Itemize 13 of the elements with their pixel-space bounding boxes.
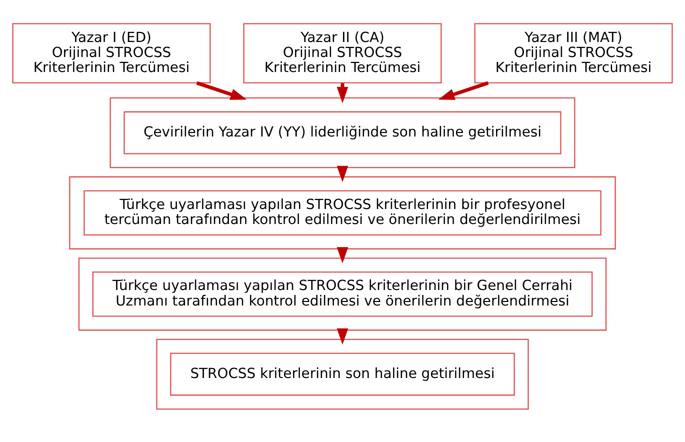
arrow — [196, 81, 247, 100]
node-box: Türkçe uyarlaması yapılan STROCSS kriterlerinin bir profesyonel tercüman tarafından kontrol edilmesi ve önerilerin değerlendirilmesi — [84, 190, 602, 236]
node-box: Yazar III (MAT) Orijinal STROCSS Kriterlerinin Tercümesi — [474, 23, 673, 84]
cluster — [110, 97, 576, 168]
cluster — [78, 258, 607, 331]
arrow — [438, 81, 489, 100]
node-box: Yazar I (ED) Orijinal STROCSS Kriterlerinin Tercümesi — [12, 23, 211, 84]
cluster — [156, 338, 529, 410]
node-box: Çevirilerin Yazar IV (YY) liderliğinde son haline getirilmesi — [124, 111, 562, 154]
node-box: Türkçe uyarlaması yapılan STROCSS kriterlerinin bir Genel Cerrahi Uzmanı tarafından kontrol edilmesi ve önerilerin değerlendirmesi — [92, 272, 593, 317]
node-box: STROCSS kriterlerinin son haline getirilmesi — [170, 352, 515, 396]
cluster — [69, 176, 616, 250]
node-box: Yazar II (CA) Orijinal STROCSS Kriterlerinin Tercümesi — [243, 23, 442, 84]
